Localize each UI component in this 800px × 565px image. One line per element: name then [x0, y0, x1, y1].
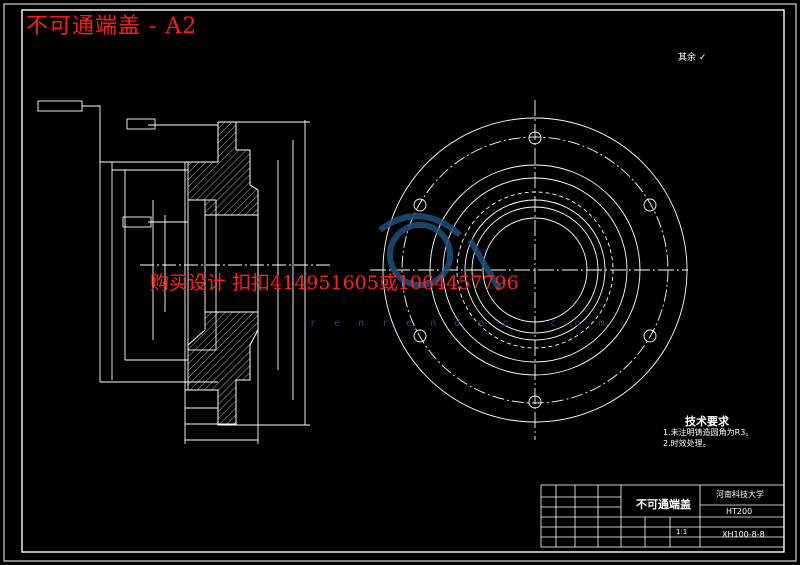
tech-requirements-heading: 技术要求: [685, 415, 729, 428]
outer-border: [3, 3, 797, 562]
tol-box-2: [126, 118, 156, 130]
overlay-purchase-note: 购买设计 扣扣414951605或1064457796: [150, 272, 519, 294]
title-material: HT200: [726, 507, 753, 516]
bolt-hole-1: [528, 131, 542, 145]
roughness-check-icon: ✓: [698, 53, 707, 63]
tol-box-3: [122, 216, 152, 228]
title-school: 河南科技大学: [716, 490, 764, 499]
roughness-note-label: 其余: [678, 53, 697, 63]
hatch-region-top: [187, 121, 259, 216]
bolt-hole-3: [643, 329, 657, 343]
watermark-logo: [378, 213, 503, 292]
bolt-hole-5: [413, 329, 427, 343]
title-scale: 1:1: [676, 528, 688, 536]
leader-1: [82, 105, 101, 162]
tech-requirements: 技术要求 1.未注明铸造圆角为R3。 2.时效处理。: [663, 416, 753, 449]
bolt-hole-6: [413, 198, 427, 212]
bolt-hole-2: [643, 198, 657, 212]
inner-bore: [187, 199, 217, 351]
title-part-name: 不可通端盖: [636, 498, 691, 511]
tech-requirement-item-2: 2.时效处理。: [663, 439, 711, 448]
tol-box-1: [37, 100, 83, 112]
roughness-note: 其余 ✓: [678, 50, 706, 63]
title-drawing-number: XH100-8-8: [722, 530, 765, 539]
title-block: [540, 484, 785, 548]
inner-bore-2: [204, 214, 259, 313]
inner-frame: [21, 9, 785, 553]
section-view: [37, 100, 330, 444]
watermark-text: r e n r e n d o c . c o m: [310, 318, 611, 329]
tech-requirement-item-1: 1.未注明铸造圆角为R3。: [663, 428, 754, 437]
overlay-title: 不可通端盖 - A2: [26, 14, 198, 39]
bolt-hole-4: [528, 395, 542, 409]
